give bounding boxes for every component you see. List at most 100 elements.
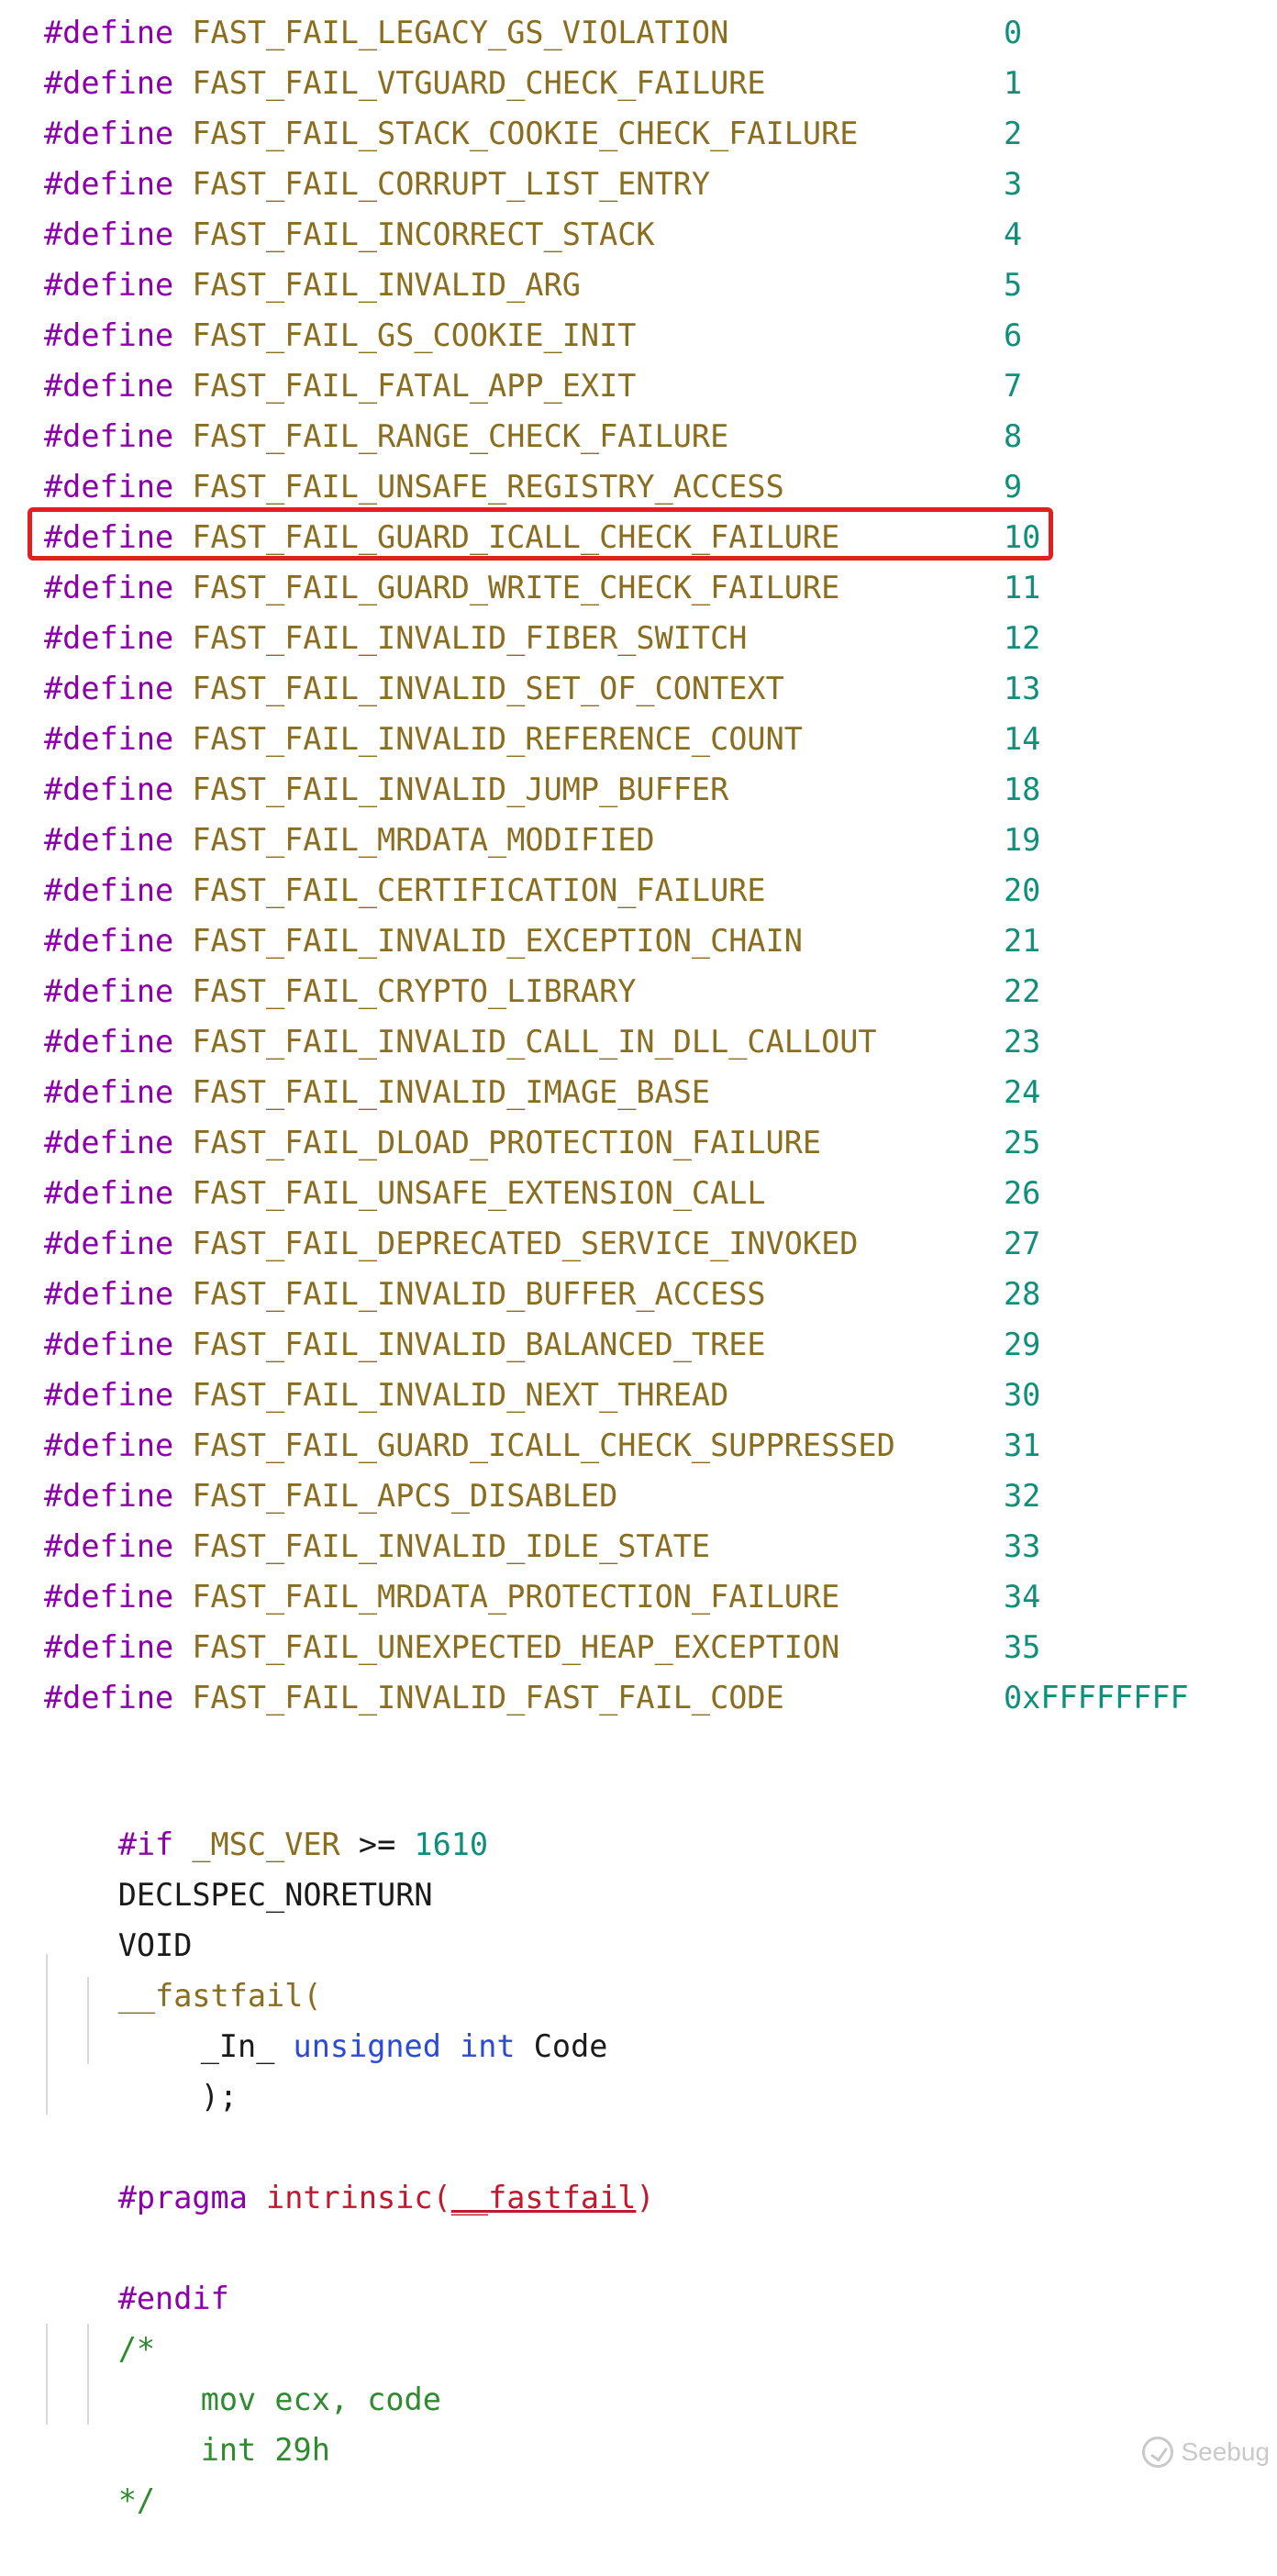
- define-keyword: #define: [44, 872, 174, 908]
- define-keyword: #define: [44, 15, 174, 50]
- define-value: 3: [1004, 166, 1023, 202]
- close-paren: );: [200, 2079, 239, 2115]
- define-name: FAST_FAIL_MRDATA_MODIFIED: [192, 822, 655, 858]
- define-value: 10: [1004, 519, 1041, 555]
- define-keyword: #define: [44, 973, 174, 1009]
- pragma-intrinsic: intrinsic(: [266, 2180, 451, 2215]
- define-keyword: #define: [44, 1579, 174, 1615]
- define-keyword: #define: [44, 1226, 174, 1261]
- define-name: FAST_FAIL_INVALID_REFERENCE_COUNT: [192, 721, 803, 757]
- define-value: 20: [1004, 872, 1041, 908]
- define-line: #define FAST_FAIL_INVALID_FAST_FAIL_CODE…: [44, 1672, 1189, 1723]
- code-line-endif: #endif: [44, 2223, 229, 2316]
- comment-open: /*: [117, 2331, 156, 2367]
- define-name: FAST_FAIL_MRDATA_PROTECTION_FAILURE: [192, 1579, 840, 1615]
- function-name: __fastfail(: [117, 1978, 322, 2014]
- define-name: FAST_FAIL_INCORRECT_STACK: [192, 217, 655, 252]
- code-line-return-type: VOID: [44, 1870, 193, 1963]
- define-keyword: #define: [44, 1024, 174, 1060]
- define-keyword: #define: [44, 923, 174, 959]
- define-name: FAST_FAIL_GUARD_ICALL_CHECK_SUPPRESSED: [192, 1427, 895, 1463]
- code-line-asm-2: int 29h: [127, 2374, 330, 2468]
- define-line: #define FAST_FAIL_GUARD_WRITE_CHECK_FAIL…: [44, 562, 1040, 613]
- define-value: 0: [1004, 15, 1023, 50]
- define-name: FAST_FAIL_INVALID_BUFFER_ACCESS: [192, 1276, 766, 1312]
- endif-directive: #endif: [117, 2281, 229, 2316]
- indent-guide: [46, 2324, 48, 2425]
- define-name: FAST_FAIL_UNSAFE_EXTENSION_CALL: [192, 1175, 766, 1211]
- msc-ver-macro: _MSC_VER: [173, 1827, 340, 1862]
- define-name: FAST_FAIL_GUARD_WRITE_CHECK_FAILURE: [192, 570, 840, 605]
- watermark: Seebug: [1142, 2437, 1270, 2468]
- define-keyword: #define: [44, 620, 174, 656]
- define-name: FAST_FAIL_STACK_COOKIE_CHECK_FAILURE: [192, 116, 859, 151]
- ge-operator: >=: [339, 1827, 415, 1862]
- define-keyword: #define: [44, 1074, 174, 1110]
- define-keyword: #define: [44, 570, 174, 605]
- pragma-fastfail: __fastfail: [450, 2180, 637, 2215]
- define-name: FAST_FAIL_INVALID_FIBER_SWITCH: [192, 620, 748, 656]
- define-name: FAST_FAIL_INVALID_NEXT_THREAD: [192, 1377, 729, 1413]
- define-value: 4: [1004, 217, 1023, 252]
- param-type-int: int: [460, 2028, 516, 2064]
- define-name: FAST_FAIL_UNEXPECTED_HEAP_EXCEPTION: [192, 1629, 840, 1665]
- define-value: 22: [1004, 973, 1041, 1009]
- code-line-pragma: #pragma intrinsic(__fastfail): [44, 2122, 655, 2215]
- define-name: FAST_FAIL_UNSAFE_REGISTRY_ACCESS: [192, 469, 784, 505]
- code-line-if: #if _MSC_VER >= 1610: [44, 1769, 488, 1862]
- define-keyword: #define: [44, 317, 174, 353]
- define-line: #define FAST_FAIL_INVALID_SET_OF_CONTEXT…: [44, 663, 1040, 714]
- define-keyword: #define: [44, 217, 174, 252]
- define-name: FAST_FAIL_INVALID_ARG: [192, 267, 581, 303]
- define-line: #define FAST_FAIL_DLOAD_PROTECTION_FAILU…: [44, 1117, 1040, 1168]
- define-name: FAST_FAIL_INVALID_BALANCED_TREE: [192, 1327, 766, 1362]
- declspec-noreturn: DECLSPEC_NORETURN: [117, 1877, 433, 1913]
- define-name: FAST_FAIL_GS_COOKIE_INIT: [192, 317, 637, 353]
- define-keyword: #define: [44, 469, 174, 505]
- define-value: 28: [1004, 1276, 1041, 1312]
- define-keyword: #define: [44, 1125, 174, 1160]
- define-value: 14: [1004, 721, 1041, 757]
- define-value: 33: [1004, 1528, 1041, 1564]
- param-name: Code: [533, 2028, 608, 2064]
- define-name: FAST_FAIL_GUARD_ICALL_CHECK_FAILURE: [192, 519, 840, 555]
- comment-close: */: [117, 2482, 156, 2518]
- define-keyword: #define: [44, 1327, 174, 1362]
- define-keyword: #define: [44, 1377, 174, 1413]
- define-name: FAST_FAIL_INVALID_SET_OF_CONTEXT: [192, 671, 784, 706]
- define-keyword: #define: [44, 822, 174, 858]
- define-value: 25: [1004, 1125, 1041, 1160]
- asm-int: int 29h: [200, 2432, 330, 2468]
- define-keyword: #define: [44, 1528, 174, 1564]
- define-keyword: #define: [44, 116, 174, 151]
- define-name: FAST_FAIL_INVALID_IMAGE_BASE: [192, 1074, 711, 1110]
- param-type-unsigned: unsigned: [293, 2028, 441, 2064]
- define-keyword: #define: [44, 1680, 174, 1715]
- define-keyword: #define: [44, 65, 174, 101]
- define-value: 7: [1004, 368, 1023, 404]
- code-line-comment-open: /*: [44, 2273, 155, 2367]
- define-value: 30: [1004, 1377, 1041, 1413]
- define-name: FAST_FAIL_INVALID_EXCEPTION_CHAIN: [192, 923, 803, 959]
- code-line-function: __fastfail(: [44, 1920, 322, 2014]
- define-value: 27: [1004, 1226, 1041, 1261]
- define-value: 11: [1004, 570, 1041, 605]
- indent-guide: [87, 1977, 89, 2064]
- define-name: FAST_FAIL_FATAL_APP_EXIT: [192, 368, 637, 404]
- define-value: 18: [1004, 772, 1041, 807]
- define-value: 1: [1004, 65, 1023, 101]
- define-line: #define FAST_FAIL_GUARD_ICALL_CHECK_FAIL…: [44, 512, 1040, 562]
- seebug-logo-icon: [1142, 2437, 1174, 2468]
- indent-guide: [87, 2324, 89, 2425]
